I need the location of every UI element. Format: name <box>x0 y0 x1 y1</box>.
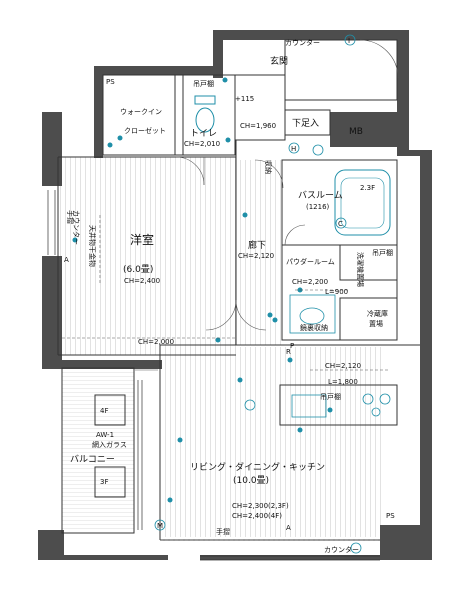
living-label: リビング・ダイニング・キッチン <box>190 461 325 473</box>
storage-label: 収納 <box>264 160 273 174</box>
bathroom-size-label: (1216) <box>306 203 330 211</box>
bathroom-label: バスルーム <box>298 190 343 201</box>
aw-label: AW-1 <box>96 431 114 439</box>
hallway-label: 廊下 <box>248 239 266 251</box>
sink-bowl <box>299 307 325 325</box>
entrance-ch-label: CH=1,960 <box>240 122 276 130</box>
mark-a-left: A <box>64 256 69 264</box>
western-ch-lower-label: CH=2,000 <box>138 338 174 346</box>
door-swings <box>135 39 399 371</box>
living-ch-label-1: CH=2,300(2,3F) <box>232 502 289 510</box>
toilet-ch-label: CH=2,010 <box>184 140 220 148</box>
mark-a-bottom: A <box>286 524 291 532</box>
powder-room-label: パウダールーム <box>286 257 335 266</box>
washer-label: 洗濯機置場 <box>356 252 365 287</box>
mark-c: C <box>338 220 343 228</box>
counter-top-label: カウンター <box>285 38 320 47</box>
balcony-floor <box>62 372 134 532</box>
powder-ch-label: CH=2,200 <box>292 278 328 286</box>
kitchen-ch-label: CH=2,120 <box>325 362 361 370</box>
counter-left-label: カウンター <box>72 210 81 245</box>
ps-bottom-label: PS <box>386 512 395 520</box>
toilet-bowl <box>195 107 215 133</box>
aw-glass-label: 網入ガラス <box>92 440 127 449</box>
walk-in-label-1: ウォークイン <box>120 108 162 116</box>
floor-3f-label: 3F <box>100 478 108 486</box>
powder-sink <box>289 294 336 334</box>
ps-top-label: PS <box>106 78 115 86</box>
western-room-floor <box>58 157 236 355</box>
exterior-walls <box>38 30 432 560</box>
mark-i: I <box>348 37 350 45</box>
floor-4f-label: 4F <box>100 407 108 415</box>
mark-r: R <box>286 348 291 356</box>
counter-bottom-label: カウンター <box>324 545 359 554</box>
western-room-label: 洋室 <box>130 232 154 247</box>
bathtub-inner <box>340 177 385 229</box>
mark-p: P <box>290 342 294 350</box>
l-1800-label: L=1,800 <box>328 378 358 386</box>
toilet-label: トイレ <box>190 129 217 139</box>
living-size-label: (10.0畳) <box>233 475 269 486</box>
kitchen-sink <box>291 394 327 418</box>
cabinet-small-label: 吊戸棚 <box>372 248 393 257</box>
cabinet-top-label: 吊戸棚 <box>193 79 214 88</box>
hallway-ch-label: CH=2,120 <box>238 252 274 260</box>
shoe-box-label: 下足入 <box>292 118 319 129</box>
fridge-label-1: 冷蔵庫 <box>367 309 388 318</box>
windows <box>47 190 380 561</box>
mark-m: M <box>157 522 163 530</box>
ceiling-rack-label: 天井物干金物 <box>88 225 97 267</box>
western-ch-label: CH=2,400 <box>124 277 160 285</box>
walk-in-label-2: クローゼット <box>124 126 166 135</box>
hallway-floor <box>236 160 282 345</box>
handrail-left-label: 手摺 <box>66 210 75 224</box>
fixture-dots <box>72 77 333 503</box>
living-ch-label-2: CH=2,400(4F) <box>232 512 282 520</box>
living-floor <box>162 347 382 537</box>
western-size-label: (6.0畳) <box>123 264 153 275</box>
l-900-label: L=900 <box>325 288 348 296</box>
handrail-bottom-label: 手摺 <box>216 527 230 536</box>
mirror-storage-label: 鏡裏収納 <box>300 323 328 332</box>
fridge-label-2: 置場 <box>369 319 383 328</box>
stove-burners <box>362 393 391 417</box>
mark-h: H <box>291 145 296 153</box>
interior-walls <box>57 39 420 541</box>
balcony-label: バルコニー <box>70 454 115 465</box>
entrance-label: 玄関 <box>270 55 288 67</box>
toilet-tank <box>194 95 216 105</box>
dashed-lines <box>62 215 390 541</box>
mb-label: MB <box>349 127 363 137</box>
bathtub <box>334 169 391 236</box>
small-dim-label: +115 <box>235 95 254 103</box>
circled-markers <box>154 34 362 554</box>
cabinet-kitchen-label: 吊戸棚 <box>320 392 341 401</box>
bathroom-ch-label: 2.3F <box>360 184 375 192</box>
